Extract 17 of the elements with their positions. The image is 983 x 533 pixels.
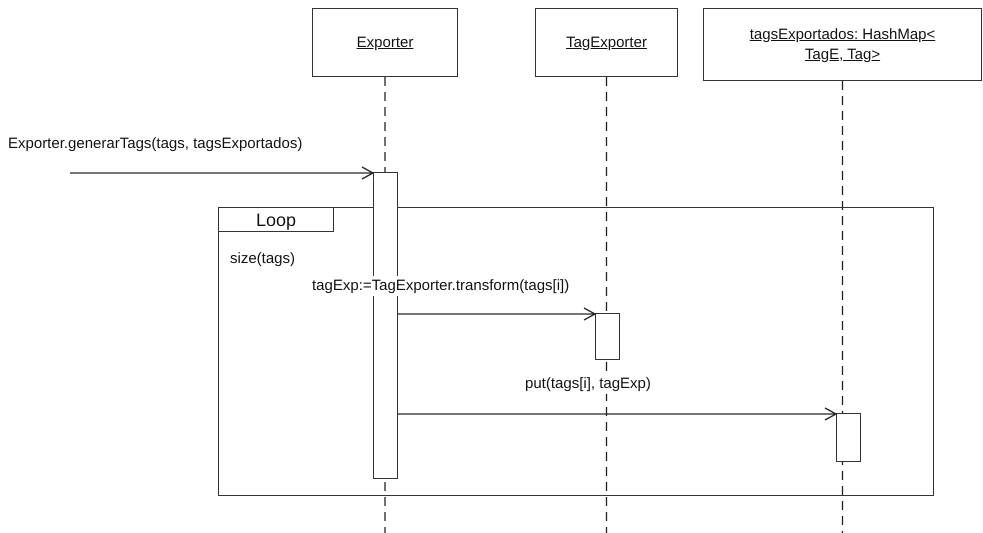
object-box <box>703 8 982 81</box>
message-arrow <box>70 166 374 180</box>
object-box <box>312 8 458 77</box>
message-label: Exporter.generarTags(tags, tagsExportados) <box>8 134 302 154</box>
object-name: Exporter <box>356 32 414 52</box>
activation-bar <box>836 413 861 462</box>
message-label: tagExp:=TagExporter.transform(tags[i]) <box>312 276 570 296</box>
guard-condition: size(tags) <box>230 249 296 269</box>
message-label: put(tags[i], tagExp) <box>525 374 651 394</box>
object-name: tagsExportados: HashMap< TagE, Tag> <box>748 24 936 64</box>
loop-frame <box>218 207 934 496</box>
message-arrow <box>398 407 837 421</box>
object-name: TagExporter <box>566 32 647 52</box>
frame-label: Loop <box>219 208 334 232</box>
message-arrow <box>398 307 596 321</box>
activation-bar <box>595 313 620 360</box>
object-box <box>535 8 678 77</box>
